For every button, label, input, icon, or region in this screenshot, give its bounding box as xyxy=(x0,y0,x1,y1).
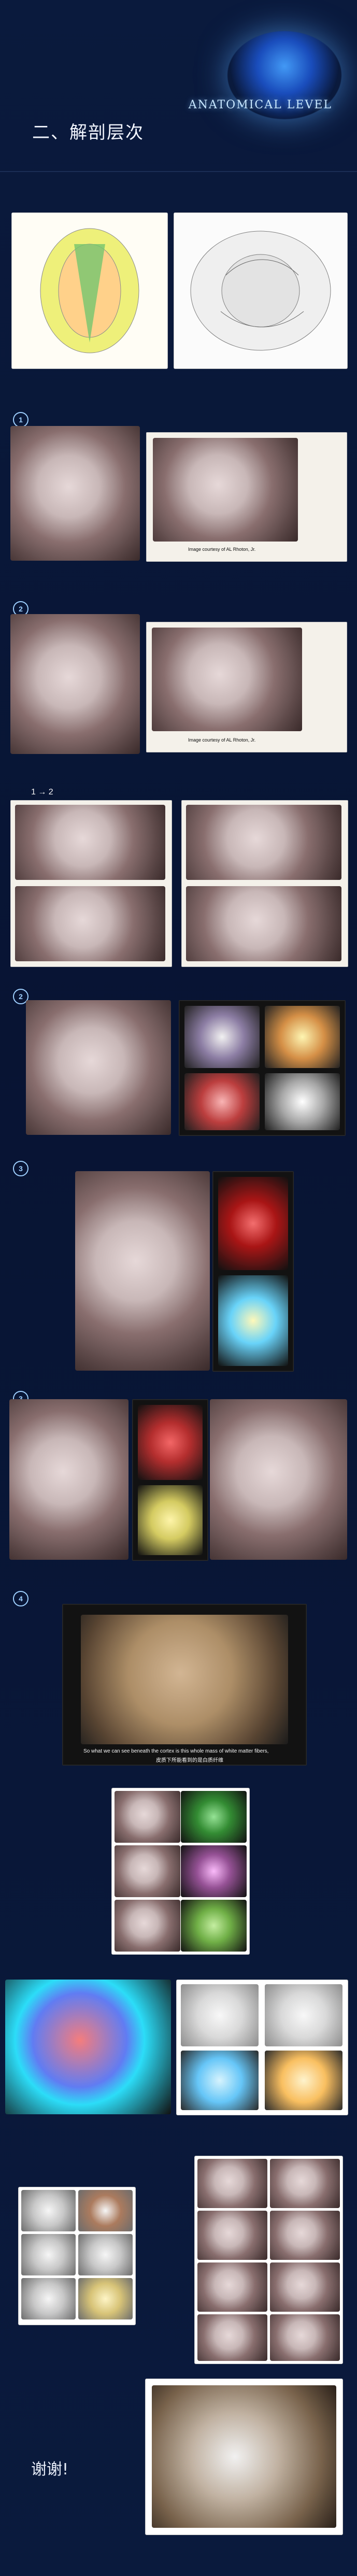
tractography-brain xyxy=(5,1980,171,2114)
comparison-panel-right xyxy=(181,800,348,967)
caption-1: Image courtesy of AL Rhoton, Jr. xyxy=(188,547,256,552)
dark-panel-brain-6 xyxy=(218,1275,288,1366)
brain-image-3c xyxy=(210,1399,347,1560)
bottom-left-image-4 xyxy=(78,2234,133,2275)
brain-image-1b xyxy=(153,438,298,542)
page-title: 二、解剖层次 xyxy=(32,122,144,143)
tractography-diagram-4 xyxy=(265,2051,342,2110)
diagram-right xyxy=(174,212,348,369)
dark-panel-2 xyxy=(212,1171,294,1372)
tractography-section xyxy=(0,1980,357,2119)
footer-thanks: 谢谢! xyxy=(31,2460,69,2479)
final-brain xyxy=(152,2385,336,2528)
brain-image-3b xyxy=(9,1399,128,1560)
bottom-right-box xyxy=(194,2156,343,2364)
caption-2: Image courtesy of AL Rhoton, Jr. xyxy=(188,737,256,743)
dark-panel-brain-3 xyxy=(184,1073,260,1130)
dark-panel-brain-7 xyxy=(138,1405,203,1480)
bottom-left-image-5 xyxy=(21,2278,76,2319)
video-panel: So what we can see beneath the cortex is… xyxy=(62,1604,307,1766)
final-panel xyxy=(145,2379,343,2535)
dark-panel-brain-2 xyxy=(265,1006,340,1068)
section-1-2: 1 → 2 xyxy=(0,788,357,974)
bottom-left-image-3 xyxy=(21,2234,76,2275)
brain-panel-1: Image courtesy of AL Rhoton, Jr. xyxy=(146,432,347,562)
header-section: 二、解剖层次 ANATOMICAL LEVEL xyxy=(0,0,357,145)
section-3 xyxy=(0,1171,357,1384)
bottom-right-image-3 xyxy=(197,2211,267,2260)
grid-image-3 xyxy=(115,1845,180,1897)
comparison-panel-left xyxy=(10,800,172,967)
comparison-image-4 xyxy=(186,886,341,961)
section-2b xyxy=(0,1000,357,1140)
tractography-diagram xyxy=(176,1980,348,2115)
dark-panel-3 xyxy=(132,1399,208,1561)
video-caption-line2: 皮质下所能看到的是白质纤维 xyxy=(156,1758,223,1763)
bottom-right-image-7 xyxy=(197,2314,267,2361)
bottom-left-image-2 xyxy=(78,2190,133,2231)
top-diagrams xyxy=(0,212,357,378)
comparison-image-2 xyxy=(15,886,165,961)
bottom-right-image-4 xyxy=(270,2211,340,2260)
grid-image-5 xyxy=(115,1900,180,1952)
section-3b xyxy=(0,1399,357,1570)
section-1: Image courtesy of AL Rhoton, Jr. xyxy=(0,426,357,566)
section-4-grid xyxy=(0,1788,357,1959)
grid-image-4 xyxy=(181,1845,247,1897)
section-number-4: 4 xyxy=(13,1591,28,1606)
grid-box xyxy=(111,1788,250,1955)
diagram-left xyxy=(11,212,168,369)
comparison-image-1 xyxy=(15,805,165,880)
bottom-right-image-1 xyxy=(197,2159,267,2208)
divider xyxy=(0,171,357,172)
brain-image-2 xyxy=(10,614,140,754)
brain-image-2b xyxy=(152,628,302,731)
grid-image-1 xyxy=(115,1791,180,1843)
bottom-left-image-1 xyxy=(21,2190,76,2231)
bottom-right-image-8 xyxy=(270,2314,340,2361)
section-number-1: 1 xyxy=(13,412,28,428)
bottom-right-image-6 xyxy=(270,2262,340,2312)
grid-image-2 xyxy=(181,1791,247,1843)
brain-image-3 xyxy=(75,1171,210,1371)
dark-panel-brain-5 xyxy=(218,1177,288,1270)
arrow-label: 1 → 2 xyxy=(31,788,53,796)
bottom-right-image-2 xyxy=(270,2159,340,2208)
tractography-diagram-1 xyxy=(181,1984,259,2046)
video-caption-line1: So what we can see beneath the cortex is… xyxy=(83,1748,269,1754)
diagram-left-svg xyxy=(12,213,167,368)
bottom-right-image-5 xyxy=(197,2262,267,2312)
dark-panel-brain-8 xyxy=(138,1485,203,1555)
glowing-brain-image xyxy=(227,31,341,119)
section-number-2b: 2 xyxy=(13,989,28,1004)
video-brain xyxy=(81,1615,288,1744)
final-slide: 谢谢! xyxy=(0,2379,357,2550)
comparison-image-3 xyxy=(186,805,341,880)
brain-image-2c xyxy=(26,1000,171,1135)
dark-panel-1 xyxy=(179,1000,346,1136)
section-4-video: So what we can see beneath the cortex is… xyxy=(0,1604,357,1775)
section-2: Image courtesy of AL Rhoton, Jr. xyxy=(0,614,357,764)
bottom-left-image-6 xyxy=(78,2278,133,2319)
bottom-left-box xyxy=(18,2187,136,2325)
dark-panel-brain-4 xyxy=(265,1073,340,1130)
brand-text: ANATOMICAL LEVEL xyxy=(188,98,332,111)
dark-panel-brain-1 xyxy=(184,1006,260,1068)
tractography-diagram-3 xyxy=(181,2051,259,2110)
bottom-grid-section xyxy=(0,2156,357,2373)
grid-image-6 xyxy=(181,1900,247,1952)
diagram-right-svg xyxy=(174,213,347,368)
brain-panel-2: Image courtesy of AL Rhoton, Jr. xyxy=(146,622,347,752)
section-number-3: 3 xyxy=(13,1161,28,1176)
brain-image-1 xyxy=(10,426,140,561)
tractography-diagram-2 xyxy=(265,1984,342,2046)
